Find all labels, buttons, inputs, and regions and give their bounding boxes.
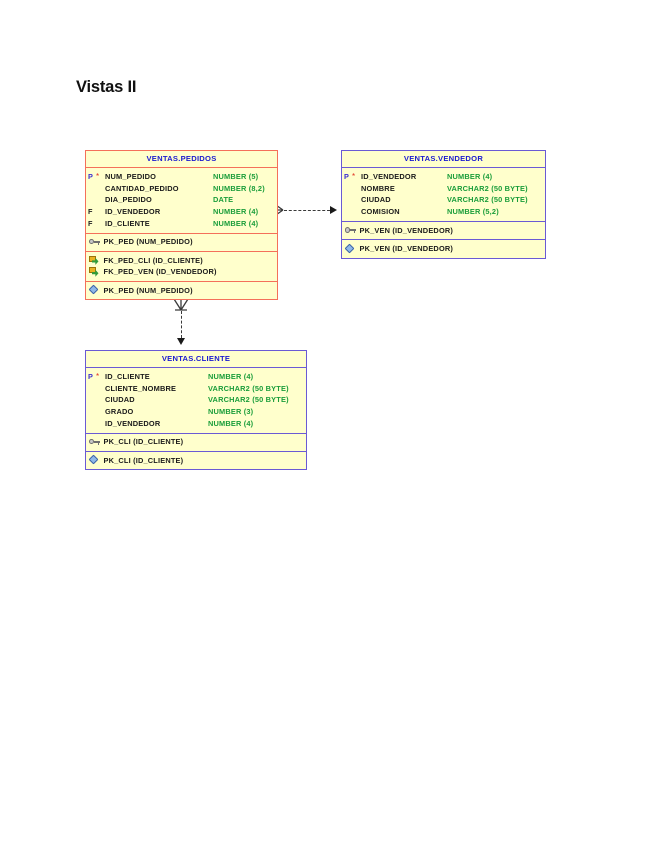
constraint-row: PK_PED (NUM_PEDIDO) <box>86 236 277 248</box>
column-name: CIUDAD <box>361 195 391 205</box>
column-datatype: NUMBER (4) <box>213 206 259 216</box>
pk-marker: P <box>344 172 349 182</box>
column-list-ventas-cliente: P * ID_CLIENTE NUMBER (4) CLIENTE_NOMBRE… <box>86 367 306 432</box>
column-row: NOMBRE VARCHAR2 (50 BYTE) <box>342 183 545 195</box>
relationship-pedidos-cliente-crows-foot <box>173 297 189 311</box>
column-datatype: DATE <box>213 195 234 205</box>
column-name: DIA_PEDIDO <box>105 195 152 205</box>
column-datatype: VARCHAR2 (50 BYTE) <box>447 195 528 205</box>
column-datatype: NUMBER (8,2) <box>213 183 265 193</box>
fk-marker: F <box>88 218 93 228</box>
constraint-label: PK_PED (NUM_PEDIDO) <box>103 237 193 247</box>
entity-title-ventas-cliente: VENTAS.CLIENTE <box>86 351 306 368</box>
column-row: GRADO NUMBER (3) <box>86 406 306 418</box>
column-datatype: NUMBER (3) <box>208 406 254 416</box>
pk-marker: P <box>88 172 93 182</box>
constraint-row: PK_VEN (ID_VENDEDOR) <box>342 224 545 236</box>
column-datatype: VARCHAR2 (50 BYTE) <box>208 383 289 393</box>
column-name: ID_VENDEDOR <box>105 418 161 428</box>
column-row: CIUDAD VARCHAR2 (50 BYTE) <box>86 394 306 406</box>
constraint-row: FK_PED_CLI (ID_CLIENTE) <box>86 254 277 266</box>
foreign-key-icon <box>89 255 100 266</box>
column-datatype: NUMBER (4) <box>208 372 254 382</box>
constraint-label: PK_CLI (ID_CLIENTE) <box>103 455 184 465</box>
column-row: F ID_CLIENTE NUMBER (4) <box>86 217 277 229</box>
column-row: DIA_PEDIDO DATE <box>86 194 277 206</box>
primary-key-icon <box>89 438 100 446</box>
entity-ventas-vendedor[interactable]: VENTAS.VENDEDOR P * ID_VENDEDOR NUMBER (… <box>341 150 546 259</box>
column-name: NUM_PEDIDO <box>105 172 157 182</box>
relationship-pedidos-vendedor-arrow <box>330 206 337 214</box>
column-datatype: VARCHAR2 (50 BYTE) <box>447 183 528 193</box>
constraint-row: PK_CLI (ID_CLIENTE) <box>86 436 306 448</box>
page-title: Vistas II <box>76 78 137 96</box>
relationship-pedidos-cliente-line <box>181 311 182 338</box>
column-row: P * ID_VENDEDOR NUMBER (4) <box>342 171 545 183</box>
column-row: F ID_VENDEDOR NUMBER (4) <box>86 206 277 218</box>
column-name: NOMBRE <box>361 183 395 193</box>
constraint-row: PK_PED (NUM_PEDIDO) <box>86 284 277 296</box>
foreign-key-icon <box>89 267 100 277</box>
column-row: CIUDAD VARCHAR2 (50 BYTE) <box>342 194 545 206</box>
column-datatype: NUMBER (4) <box>208 418 254 428</box>
index-icon <box>344 243 356 254</box>
constraint-label: FK_PED_CLI (ID_CLIENTE) <box>103 255 203 265</box>
index-icon <box>88 454 100 465</box>
column-row: ID_VENDEDOR NUMBER (4) <box>86 417 306 429</box>
constraint-label: PK_PED (NUM_PEDIDO) <box>103 285 193 295</box>
mandatory-marker: * <box>96 371 100 381</box>
column-datatype: NUMBER (5) <box>213 172 259 182</box>
column-row: COMISION NUMBER (5,2) <box>342 206 545 218</box>
primary-key-icon <box>89 238 100 246</box>
constraint-label: PK_CLI (ID_CLIENTE) <box>103 437 184 447</box>
column-name: GRADO <box>105 406 134 416</box>
column-row: CLIENTE_NOMBRE VARCHAR2 (50 BYTE) <box>86 383 306 395</box>
column-name: ID_VENDEDOR <box>361 172 417 182</box>
constraint-label: FK_PED_VEN (ID_VENDEDOR) <box>103 267 217 277</box>
index-section-ventas-vendedor: PK_VEN (ID_VENDEDOR) <box>342 239 545 257</box>
entity-title-ventas-vendedor: VENTAS.VENDEDOR <box>342 151 545 168</box>
column-datatype: VARCHAR2 (50 BYTE) <box>208 395 289 405</box>
column-name: ID_CLIENTE <box>105 372 150 382</box>
entity-ventas-cliente[interactable]: VENTAS.CLIENTE P * ID_CLIENTE NUMBER (4)… <box>85 350 307 471</box>
column-list-ventas-vendedor: P * ID_VENDEDOR NUMBER (4) NOMBRE VARCHA… <box>342 167 545 221</box>
index-section-ventas-pedidos: PK_PED (NUM_PEDIDO) <box>86 280 277 299</box>
foreign-key-section-ventas-pedidos: FK_PED_CLI (ID_CLIENTE) FK_PED_VEN (ID_V… <box>86 250 277 281</box>
column-datatype: NUMBER (5,2) <box>447 206 499 216</box>
column-row: P * NUM_PEDIDO NUMBER (5) <box>86 171 277 183</box>
column-name: ID_CLIENTE <box>105 218 150 228</box>
constraint-label: PK_VEN (ID_VENDEDOR) <box>359 225 454 235</box>
constraint-label: PK_VEN (ID_VENDEDOR) <box>359 243 454 253</box>
primary-key-section-ventas-vendedor: PK_VEN (ID_VENDEDOR) <box>342 220 545 239</box>
fk-marker: F <box>88 207 93 217</box>
pk-marker: P <box>88 372 93 382</box>
index-icon <box>88 284 100 295</box>
entity-title-ventas-pedidos: VENTAS.PEDIDOS <box>86 151 277 168</box>
relationship-pedidos-vendedor-line <box>284 210 330 211</box>
column-name: COMISION <box>361 206 400 216</box>
mandatory-marker: * <box>352 171 356 181</box>
column-row: CANTIDAD_PEDIDO NUMBER (8,2) <box>86 183 277 195</box>
column-name: CIUDAD <box>105 395 135 405</box>
column-datatype: NUMBER (4) <box>213 218 259 228</box>
column-datatype: NUMBER (4) <box>447 172 493 182</box>
column-list-ventas-pedidos: P * NUM_PEDIDO NUMBER (5) CANTIDAD_PEDID… <box>86 167 277 232</box>
index-section-ventas-cliente: PK_CLI (ID_CLIENTE) <box>86 450 306 469</box>
relationship-pedidos-cliente-arrow <box>177 338 185 345</box>
primary-key-section-ventas-cliente: PK_CLI (ID_CLIENTE) <box>86 432 306 451</box>
primary-key-section-ventas-pedidos: PK_PED (NUM_PEDIDO) <box>86 232 277 251</box>
mandatory-marker: * <box>96 171 100 181</box>
constraint-row: FK_PED_VEN (ID_VENDEDOR) <box>86 266 277 278</box>
column-name: ID_VENDEDOR <box>105 206 161 216</box>
column-row: P * ID_CLIENTE NUMBER (4) <box>86 371 306 383</box>
constraint-row: PK_VEN (ID_VENDEDOR) <box>342 243 545 255</box>
primary-key-icon <box>345 226 356 234</box>
constraint-row: PK_CLI (ID_CLIENTE) <box>86 454 306 466</box>
column-name: CANTIDAD_PEDIDO <box>105 183 179 193</box>
column-name: CLIENTE_NOMBRE <box>105 383 177 393</box>
entity-ventas-pedidos[interactable]: VENTAS.PEDIDOS P * NUM_PEDIDO NUMBER (5)… <box>85 150 278 301</box>
